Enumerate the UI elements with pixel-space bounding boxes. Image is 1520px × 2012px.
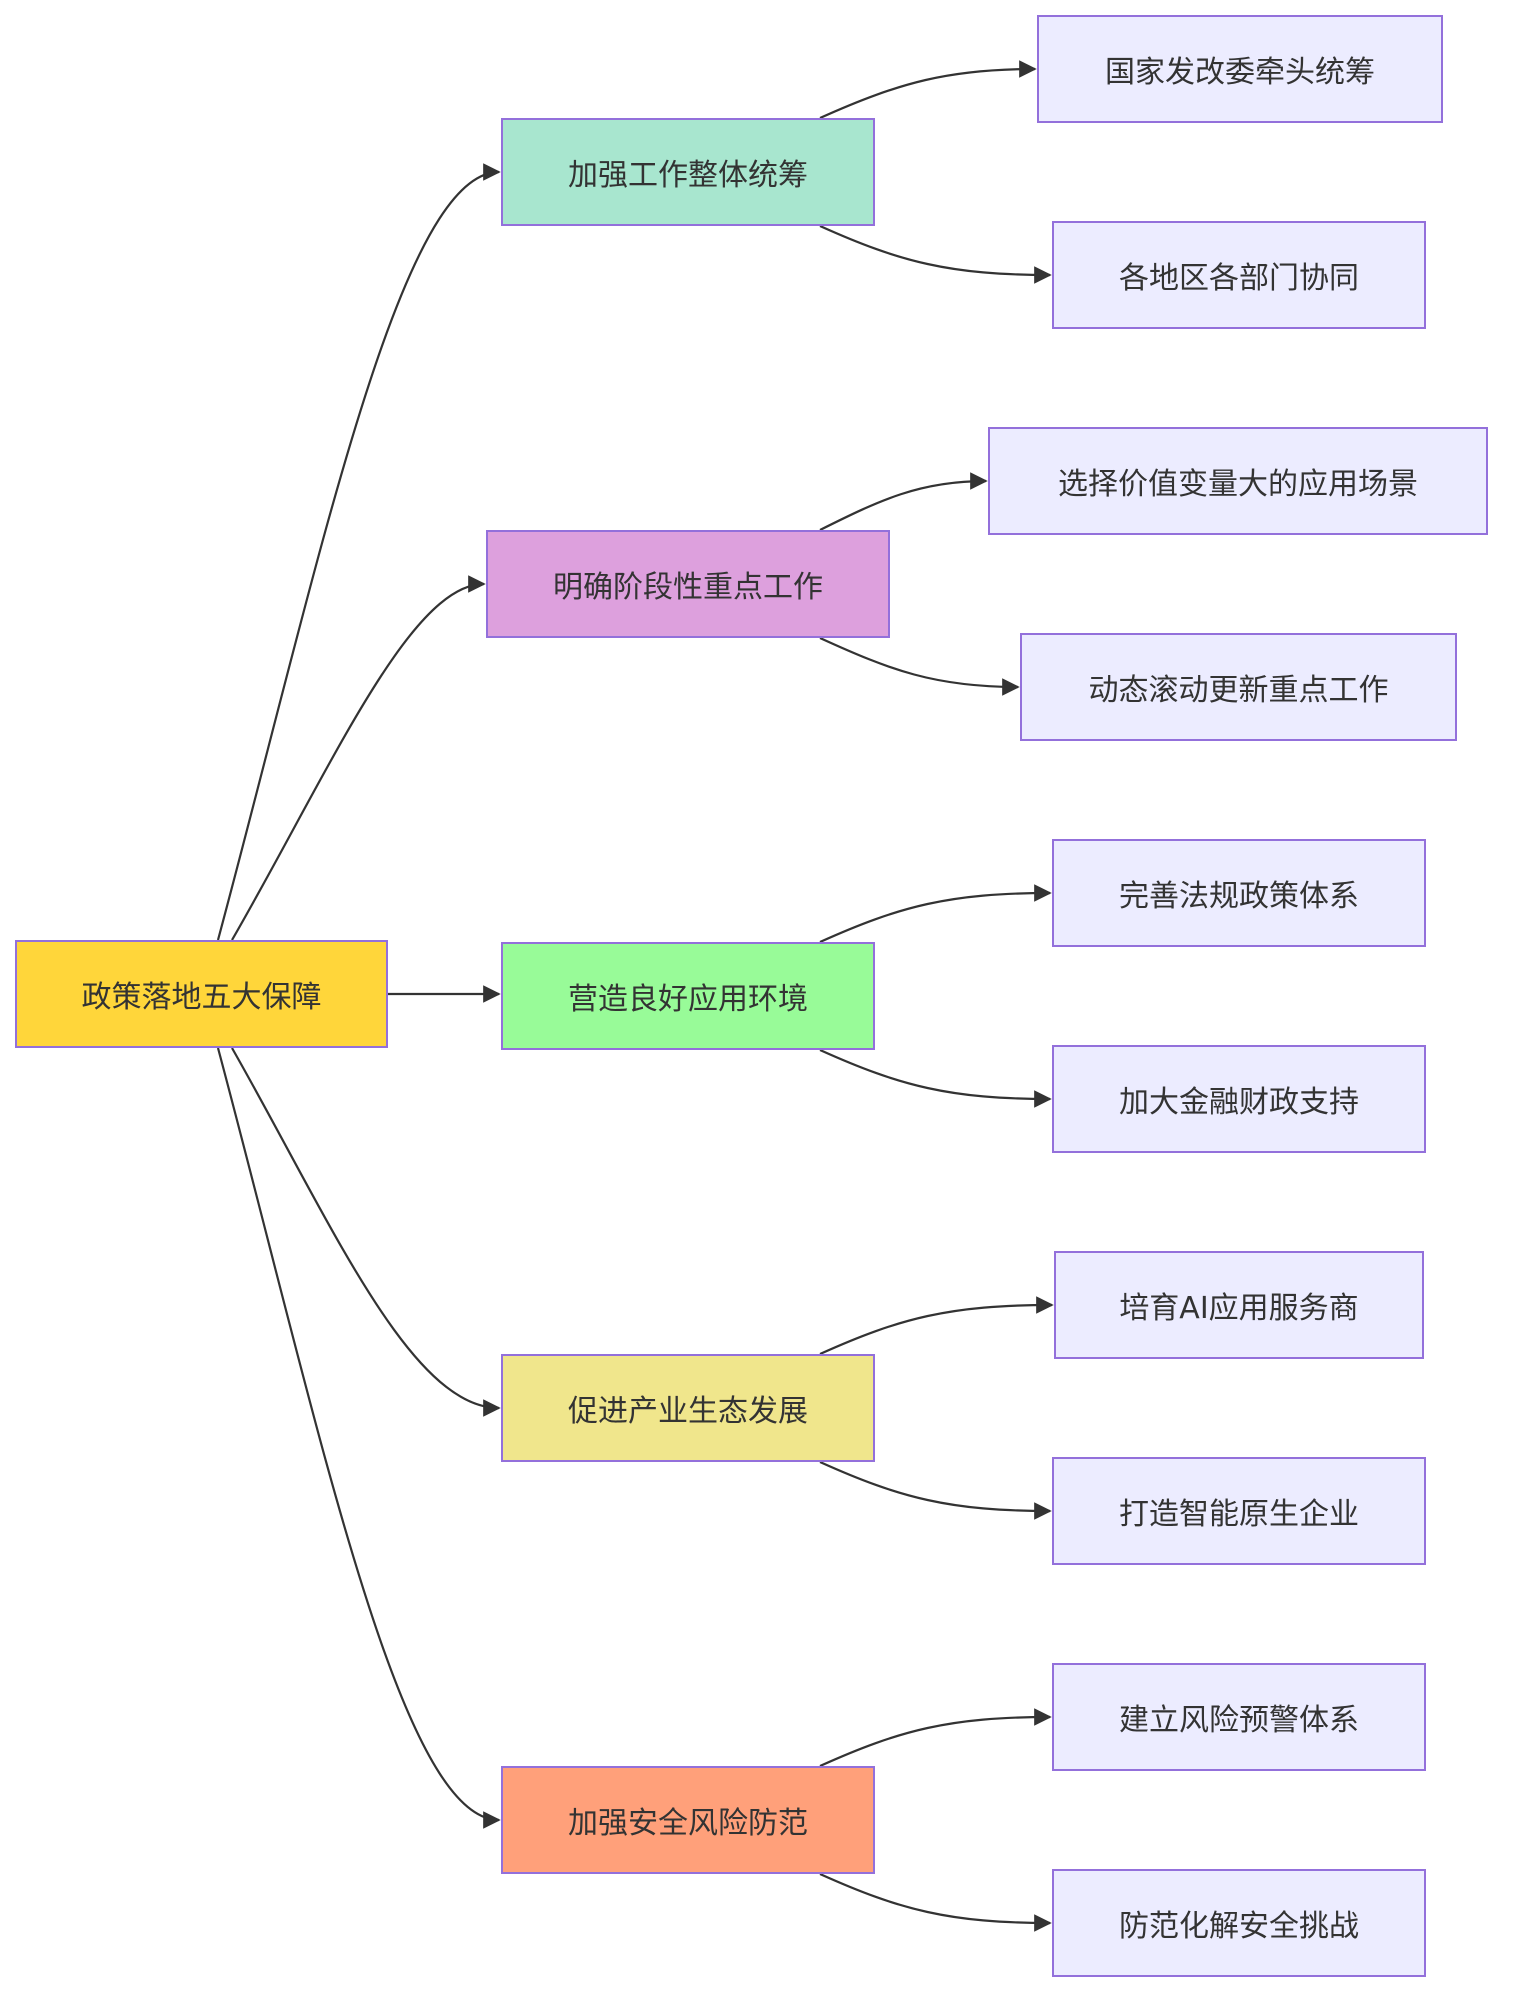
node-leaf-4a-label: 培育AI应用服务商 bbox=[1119, 1291, 1359, 1326]
node-leaf-2b: 动态滚动更新重点工作 bbox=[1020, 633, 1457, 741]
edge-cat3-leaf2 bbox=[819, 1048, 1052, 1108]
node-leaf-4b: 打造智能原生企业 bbox=[1052, 1457, 1426, 1565]
edge-root-cat1 bbox=[216, 163, 501, 941]
node-category-1: 加强工作整体统筹 bbox=[501, 118, 875, 226]
node-leaf-3b: 加大金融财政支持 bbox=[1052, 1045, 1426, 1153]
node-leaf-1b-label: 各地区各部门协同 bbox=[1119, 261, 1359, 296]
edge-root-cat4 bbox=[231, 1047, 501, 1417]
edge-cat5-leaf1 bbox=[819, 1708, 1052, 1768]
node-leaf-3a-label: 完善法规政策体系 bbox=[1119, 879, 1359, 914]
edge-cat3-leaf1 bbox=[819, 884, 1052, 944]
node-leaf-2a-label: 选择价值变量大的应用场景 bbox=[1058, 467, 1418, 502]
node-leaf-3b-label: 加大金融财政支持 bbox=[1119, 1085, 1359, 1120]
node-leaf-1a: 国家发改委牵头统筹 bbox=[1037, 15, 1443, 123]
node-leaf-4b-label: 打造智能原生企业 bbox=[1119, 1497, 1359, 1532]
node-leaf-4a: 培育AI应用服务商 bbox=[1054, 1251, 1424, 1359]
node-category-5-label: 加强安全风险防范 bbox=[568, 1806, 808, 1841]
node-category-3: 营造良好应用环境 bbox=[501, 942, 875, 1050]
node-root: 政策落地五大保障 bbox=[15, 940, 388, 1048]
node-leaf-5a: 建立风险预警体系 bbox=[1052, 1663, 1426, 1771]
edge-root-cat5 bbox=[216, 1047, 501, 1829]
edge-cat2-leaf2 bbox=[819, 636, 1020, 696]
node-category-2-label: 明确阶段性重点工作 bbox=[553, 570, 823, 605]
node-leaf-3a: 完善法规政策体系 bbox=[1052, 839, 1426, 947]
edge-cat1-leaf1 bbox=[819, 60, 1037, 120]
node-category-4: 促进产业生态发展 bbox=[501, 1354, 875, 1462]
node-category-1-label: 加强工作整体统筹 bbox=[568, 158, 808, 193]
node-leaf-2a: 选择价值变量大的应用场景 bbox=[988, 427, 1488, 535]
edge-root-cat2 bbox=[231, 575, 486, 941]
node-category-4-label: 促进产业生态发展 bbox=[568, 1394, 808, 1429]
edge-cat4-leaf2 bbox=[819, 1460, 1052, 1520]
node-category-3-label: 营造良好应用环境 bbox=[568, 982, 808, 1017]
edge-cat1-leaf2 bbox=[819, 224, 1052, 284]
edge-cat2-leaf1 bbox=[819, 472, 988, 531]
node-leaf-5a-label: 建立风险预警体系 bbox=[1119, 1703, 1359, 1738]
node-leaf-5b: 防范化解安全挑战 bbox=[1052, 1869, 1426, 1977]
node-leaf-1a-label: 国家发改委牵头统筹 bbox=[1105, 55, 1375, 90]
node-leaf-5b-label: 防范化解安全挑战 bbox=[1119, 1909, 1359, 1944]
node-root-label: 政策落地五大保障 bbox=[81, 980, 322, 1015]
node-leaf-2b-label: 动态滚动更新重点工作 bbox=[1088, 673, 1389, 708]
node-category-5: 加强安全风险防范 bbox=[501, 1766, 875, 1874]
edge-cat5-leaf2 bbox=[819, 1872, 1052, 1932]
node-leaf-1b: 各地区各部门协同 bbox=[1052, 221, 1426, 329]
node-category-2: 明确阶段性重点工作 bbox=[486, 530, 890, 638]
edge-cat4-leaf1 bbox=[819, 1296, 1054, 1356]
